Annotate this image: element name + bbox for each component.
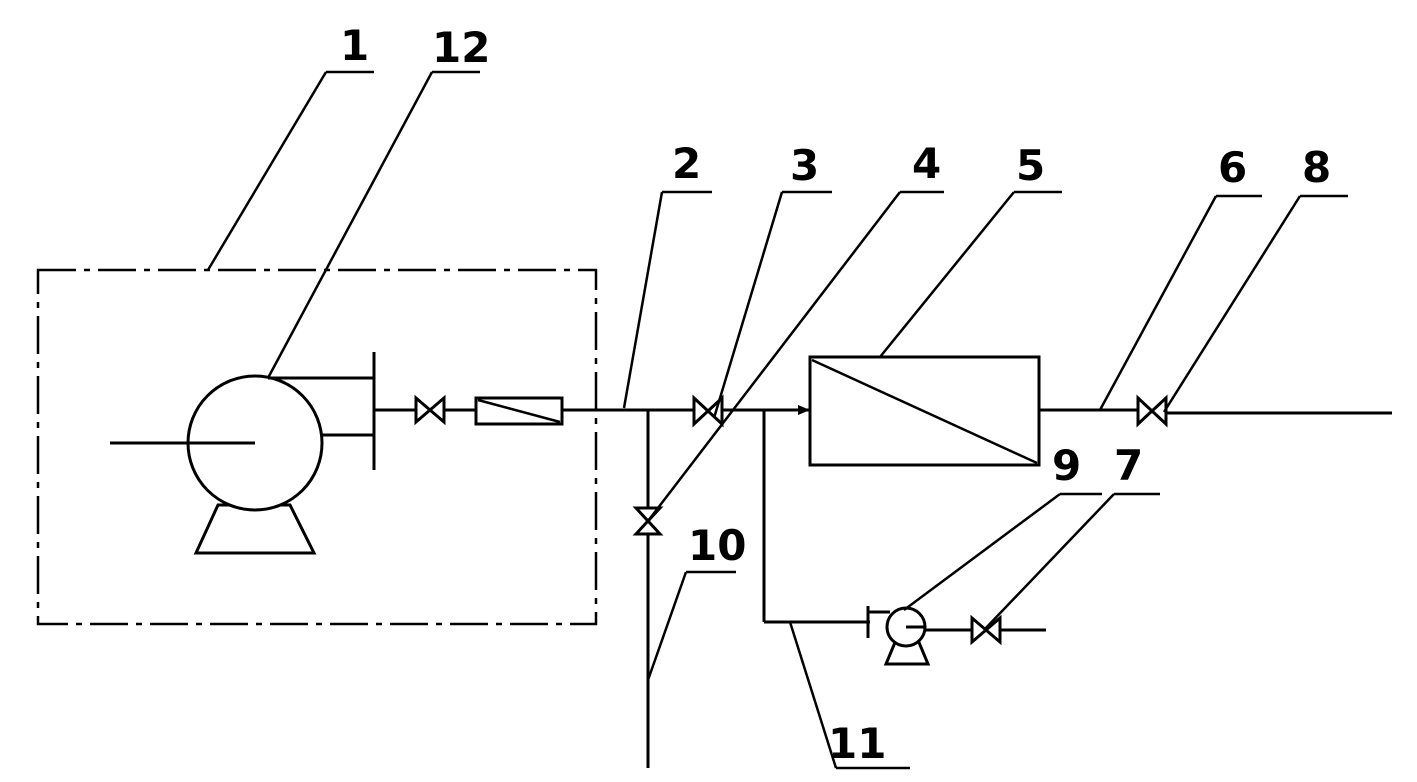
membrane-module-icon: [808, 355, 1041, 467]
label-6: 6: [1218, 143, 1247, 192]
label-10: 10: [688, 521, 746, 570]
label-12: 12: [432, 23, 490, 72]
label-8: 8: [1302, 143, 1331, 192]
label-4: 4: [912, 139, 941, 188]
flow-arrow-icon: [798, 405, 810, 415]
label-3: 3: [790, 141, 819, 190]
label-7: 7: [1114, 441, 1143, 490]
label-2: 2: [672, 139, 701, 188]
label-1: 1: [340, 21, 369, 70]
small-pump-icon: [866, 606, 931, 666]
main-pump-icon: [110, 352, 376, 555]
label-9: 9: [1052, 441, 1081, 490]
cartridge-filter-icon: [474, 396, 564, 426]
dosing-valve-icon: [970, 614, 1002, 646]
outlet-valve-icon: [1136, 394, 1168, 428]
pump-unit-enclosure: [36, 268, 598, 626]
pump-outlet-valve-icon: [414, 394, 446, 426]
label-5: 5: [1016, 141, 1045, 190]
label-11: 11: [828, 719, 886, 768]
leader-lines: [206, 70, 1348, 770]
